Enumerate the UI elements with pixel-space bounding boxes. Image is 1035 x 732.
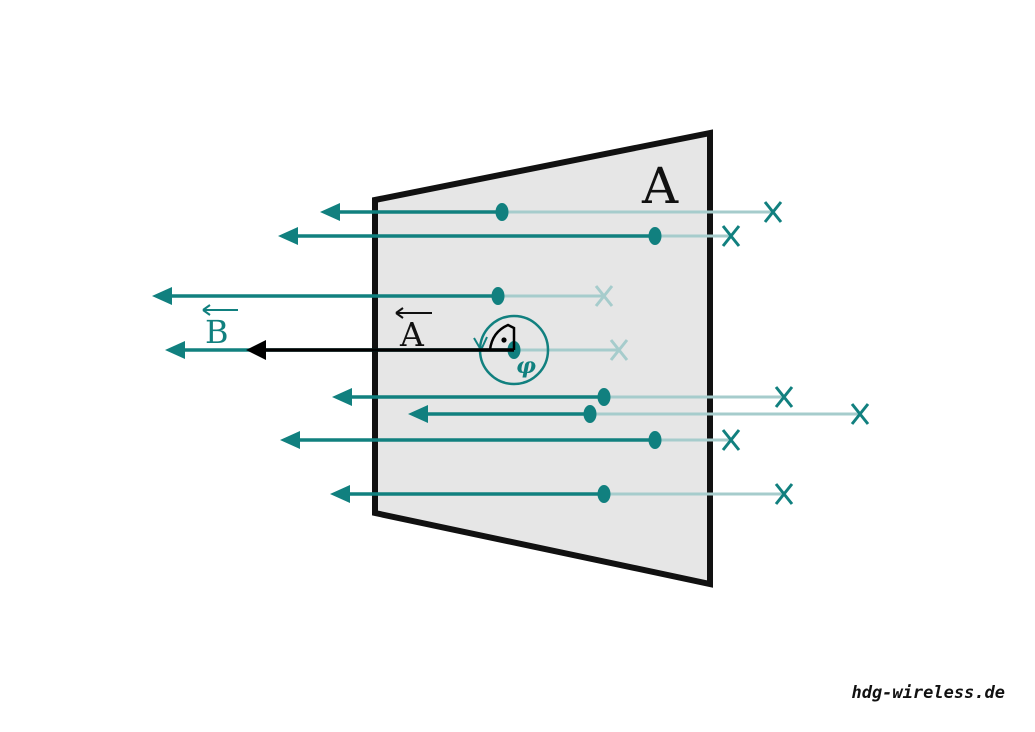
- field-arrowhead-icon: [152, 287, 172, 305]
- field-vector-label: B: [205, 313, 229, 351]
- field-vector-overarrow-icon: [202, 304, 238, 316]
- dot-icon: [597, 485, 611, 503]
- area-vector-overarrow-icon: [395, 307, 432, 319]
- cross-icon: [850, 403, 870, 425]
- dot-icon: [597, 388, 611, 406]
- cross-icon: [763, 201, 783, 223]
- right-angle-icon: [488, 323, 516, 351]
- cross-icon: [721, 225, 741, 247]
- right-angle-dot-icon: [501, 337, 507, 343]
- field-arrowhead-icon: [278, 227, 298, 245]
- angle-label: φ: [516, 353, 536, 379]
- cross-icon: [609, 339, 629, 361]
- area-vector-arrowhead-icon: [246, 340, 266, 360]
- cross-icon: [774, 483, 794, 505]
- cross-icon: [774, 386, 794, 408]
- field-arrowhead-icon: [280, 431, 300, 449]
- field-arrowhead-icon: [320, 203, 340, 221]
- area-plate: [372, 129, 713, 588]
- dot-icon: [648, 227, 662, 245]
- dot-icon: [491, 287, 505, 305]
- area-label: A: [641, 157, 679, 215]
- field-arrowhead-icon: [332, 388, 352, 406]
- cross-icon: [721, 429, 741, 451]
- field-arrowhead-icon: [408, 405, 428, 423]
- dot-icon: [648, 431, 662, 449]
- cross-icon: [594, 285, 614, 307]
- dot-icon: [583, 405, 597, 423]
- area-vector-label: A: [399, 315, 425, 354]
- field-arrowhead-icon: [165, 341, 185, 359]
- field-arrowhead-icon: [330, 485, 350, 503]
- dot-icon: [495, 203, 509, 221]
- watermark: hdg-wireless.de: [851, 683, 1005, 703]
